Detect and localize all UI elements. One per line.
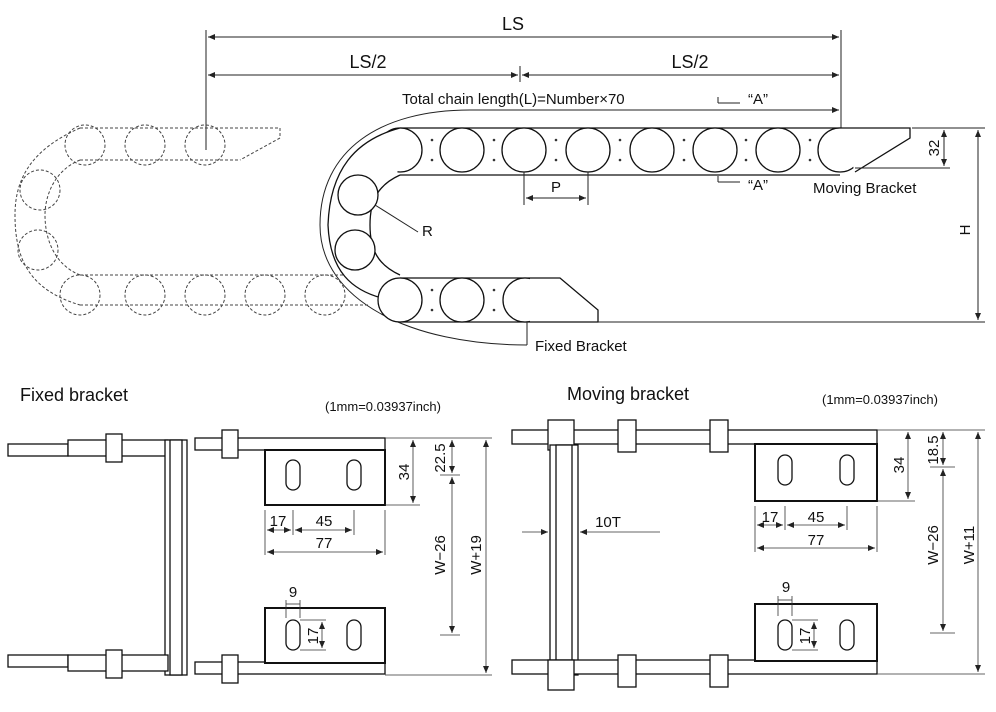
moving-dim-10t: 10T (595, 514, 621, 531)
radius-label: R (422, 223, 433, 240)
fixed-dim-17: 17 (270, 513, 287, 530)
fixed-dim-w26: W−26 (432, 535, 449, 575)
height-dimensions: 32 H (598, 127, 985, 323)
pitch-label: P (551, 179, 561, 196)
pitch-dimension: P (523, 172, 589, 205)
moving-dim-w11: W+11 (961, 526, 978, 565)
moving-conversion-label: (1mm=0.03937inch) (822, 392, 938, 407)
moving-dim-18-5: 18.5 (925, 435, 942, 464)
ls-half-right-label: LS/2 (671, 52, 708, 72)
moving-dim-17-slot: 17 (797, 628, 814, 645)
fixed-dim-9: 9 (289, 584, 297, 601)
chain-upper-run (377, 127, 911, 176)
fixed-dim-17-slot: 17 (305, 628, 322, 645)
ls-half-dimension: LS/2 LS/2 (208, 52, 839, 82)
chain-bend: R (327, 127, 433, 301)
moving-dim-w26: W−26 (925, 525, 942, 565)
section-a-bottom: “A” (717, 176, 768, 194)
bracket-height-label: 32 (926, 140, 943, 157)
ls-half-left-label: LS/2 (349, 52, 386, 72)
top-chain-diagram: LS LS/2 LS/2 Total chain length(L)=Numbe… (14, 14, 985, 355)
moving-bracket-title: Moving bracket (567, 384, 689, 404)
moving-dim-77: 77 (808, 532, 825, 549)
fixed-bracket-view: Fixed bracket (1mm=0.03937inch) 34 22.5 (7, 385, 492, 684)
fixed-bracket-label: Fixed Bracket (535, 338, 628, 355)
fixed-dim-w19: W+19 (468, 535, 485, 575)
section-a-top-label: “A” (748, 91, 768, 108)
moving-dim-17: 17 (762, 509, 779, 526)
chain-dots (430, 138, 812, 312)
fixed-dim-45: 45 (316, 513, 333, 530)
ls-dimension: LS (205, 14, 842, 150)
total-chain-label: Total chain length(L)=Number×70 (402, 91, 625, 108)
total-chain-length: Total chain length(L)=Number×70 “A” (319, 91, 839, 346)
fixed-dim-34: 34 (396, 464, 413, 481)
ghost-chain (14, 124, 370, 316)
fixed-dim-22-5: 22.5 (432, 443, 449, 472)
section-a-bottom-label: “A” (748, 177, 768, 194)
fixed-bracket-title: Fixed bracket (20, 385, 128, 405)
moving-bracket-view: Moving bracket (1mm=0.03937inch) 10T 34 (511, 384, 985, 691)
chain-lower-run (377, 277, 599, 323)
moving-dim-34: 34 (891, 457, 908, 474)
moving-dim-9: 9 (782, 579, 790, 596)
moving-bracket-label: Moving Bracket (813, 180, 917, 197)
fixed-conversion-label: (1mm=0.03937inch) (325, 399, 441, 414)
moving-dim-45: 45 (808, 509, 825, 526)
fixed-dim-77: 77 (316, 535, 333, 552)
ls-label: LS (502, 14, 524, 34)
height-label: H (957, 225, 974, 236)
